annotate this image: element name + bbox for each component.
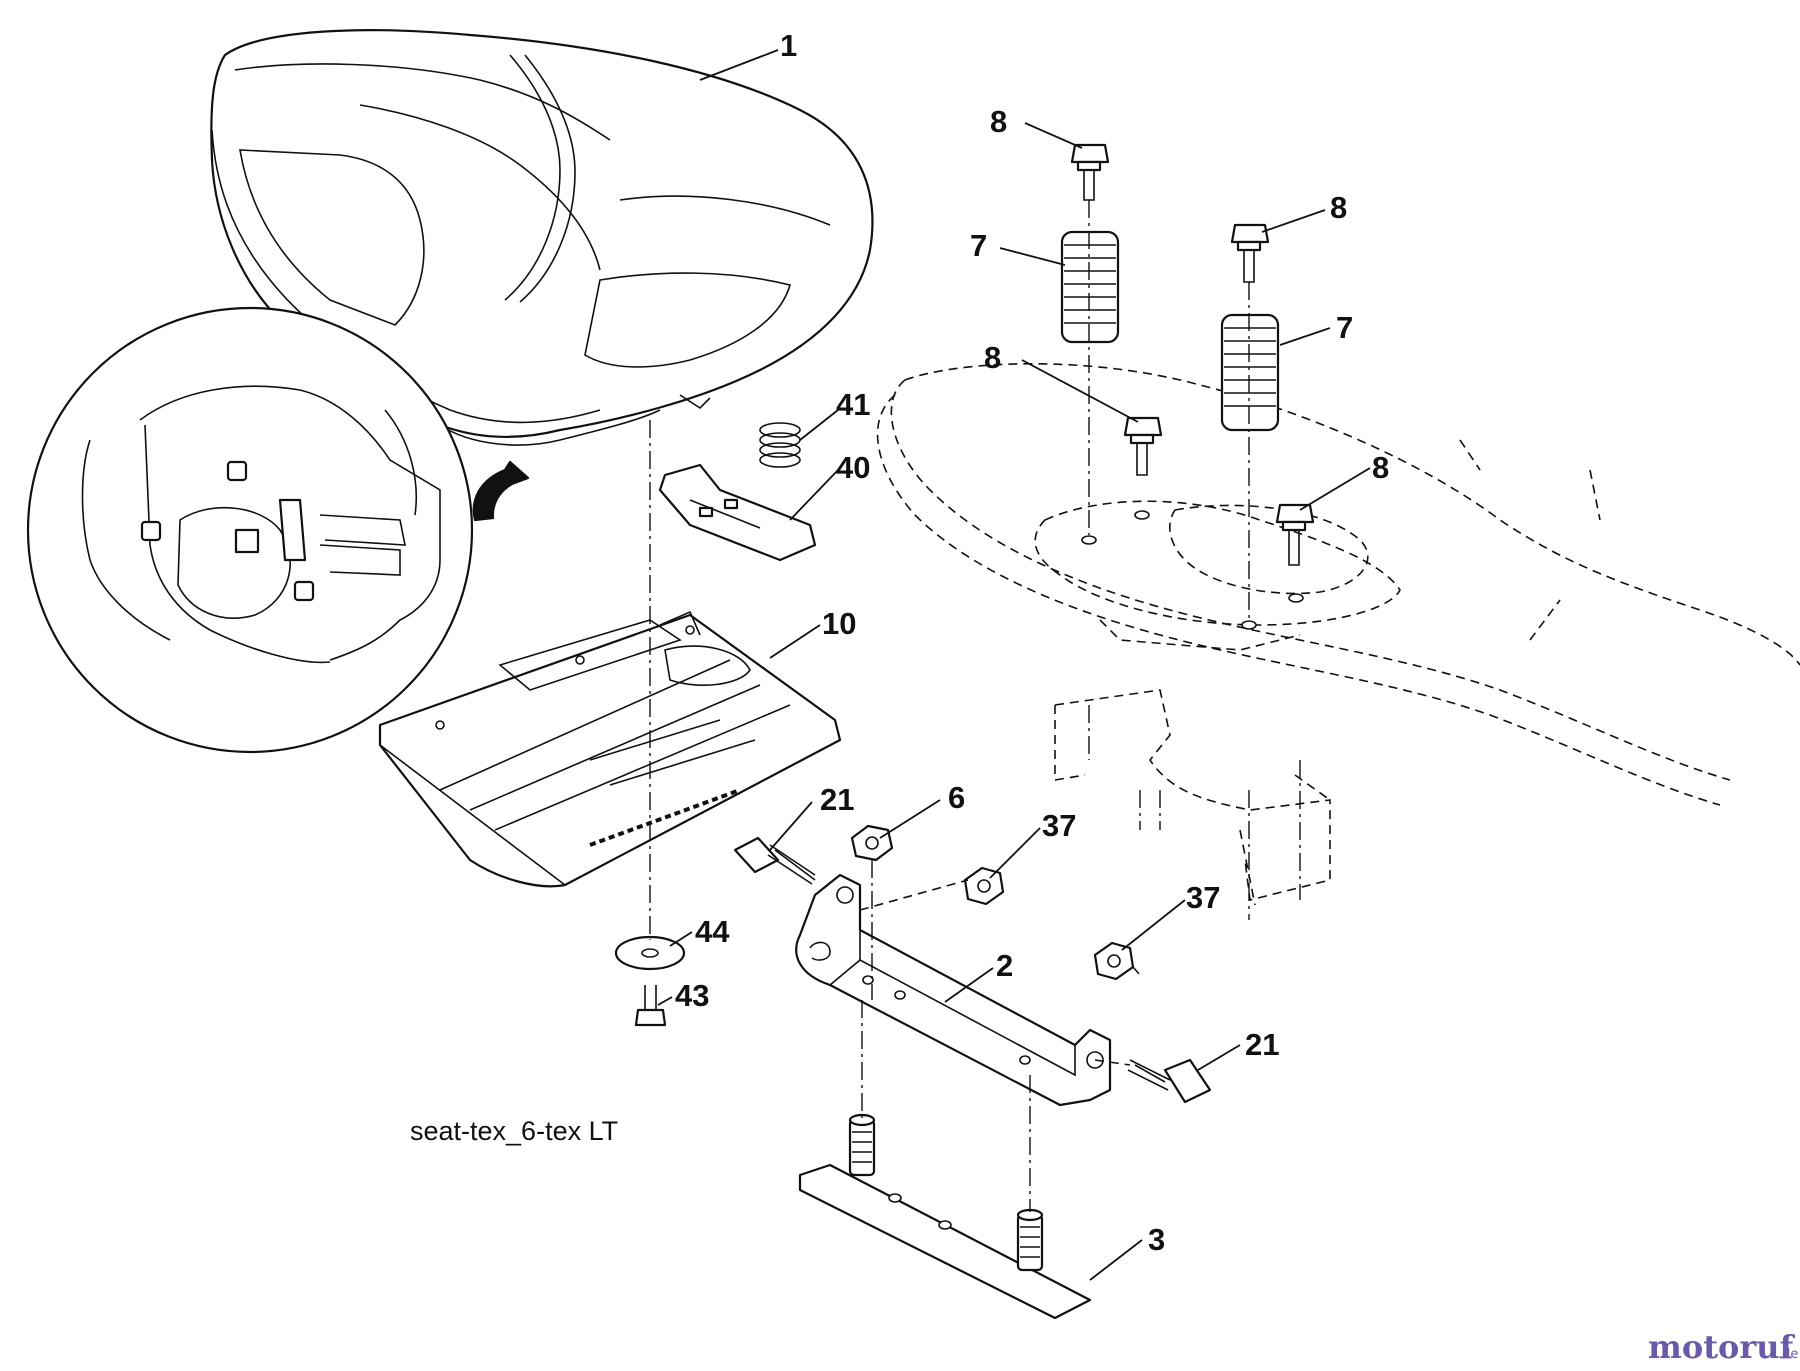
callout-37: 37	[1042, 808, 1076, 843]
callout-3: 3	[1148, 1222, 1165, 1257]
callout-41: 41	[836, 387, 870, 422]
callout-6: 6	[948, 780, 965, 815]
callout-8: 8	[984, 340, 1001, 375]
callout-8: 8	[990, 104, 1007, 139]
nut-6	[850, 824, 894, 862]
callout-21: 21	[1245, 1027, 1279, 1062]
watermark-suffix: .de	[1778, 1347, 1798, 1362]
callout-labels: 1 8 8 7 7 8 8 41 40 10 21 6 37 37 44 43 …	[675, 28, 1389, 1257]
bolt-8-d	[1275, 503, 1315, 566]
callout-8: 8	[1372, 450, 1389, 485]
seat-bracket-2	[795, 873, 1112, 1107]
bolt-21-left	[733, 836, 816, 885]
seat	[210, 29, 874, 446]
callout-21: 21	[820, 782, 854, 817]
watermark-text: motoruf	[1648, 1328, 1795, 1366]
callout-8: 8	[1330, 190, 1347, 225]
spring-7-a	[1060, 230, 1120, 344]
seat-switch-40	[658, 463, 817, 562]
washer-44	[614, 935, 686, 971]
seat-pan-slots	[589, 788, 741, 847]
bolt-21-right	[1127, 1058, 1212, 1104]
detail-inset	[26, 306, 530, 754]
bolt-8-b	[1230, 223, 1270, 283]
callout-7: 7	[1336, 310, 1353, 345]
seat-pan	[378, 610, 842, 888]
frame-bracket	[1054, 689, 1331, 920]
callout-7: 7	[970, 228, 987, 263]
callout-1: 1	[780, 28, 797, 63]
spring-7-b	[1220, 313, 1280, 432]
mower-deck-outline	[876, 362, 1800, 806]
callout-40: 40	[836, 450, 870, 485]
leader-lines	[657, 49, 1371, 1281]
bolt-8-c	[1123, 416, 1163, 476]
plate-3	[798, 1000, 1092, 1320]
nut-37-upper	[963, 866, 1005, 906]
watermark-logo: motoruf .de	[1648, 1328, 1798, 1366]
callout-43: 43	[675, 978, 709, 1013]
screw-43	[634, 985, 667, 1027]
spring-41	[759, 422, 801, 468]
nut-37-lower	[1093, 941, 1135, 981]
callout-2: 2	[996, 948, 1013, 983]
callout-10: 10	[822, 606, 856, 641]
callout-44: 44	[695, 914, 730, 949]
bolt-8-a	[1070, 143, 1110, 201]
diagram-caption: seat-tex_6-tex LT	[410, 1116, 618, 1146]
callout-37: 37	[1186, 880, 1220, 915]
